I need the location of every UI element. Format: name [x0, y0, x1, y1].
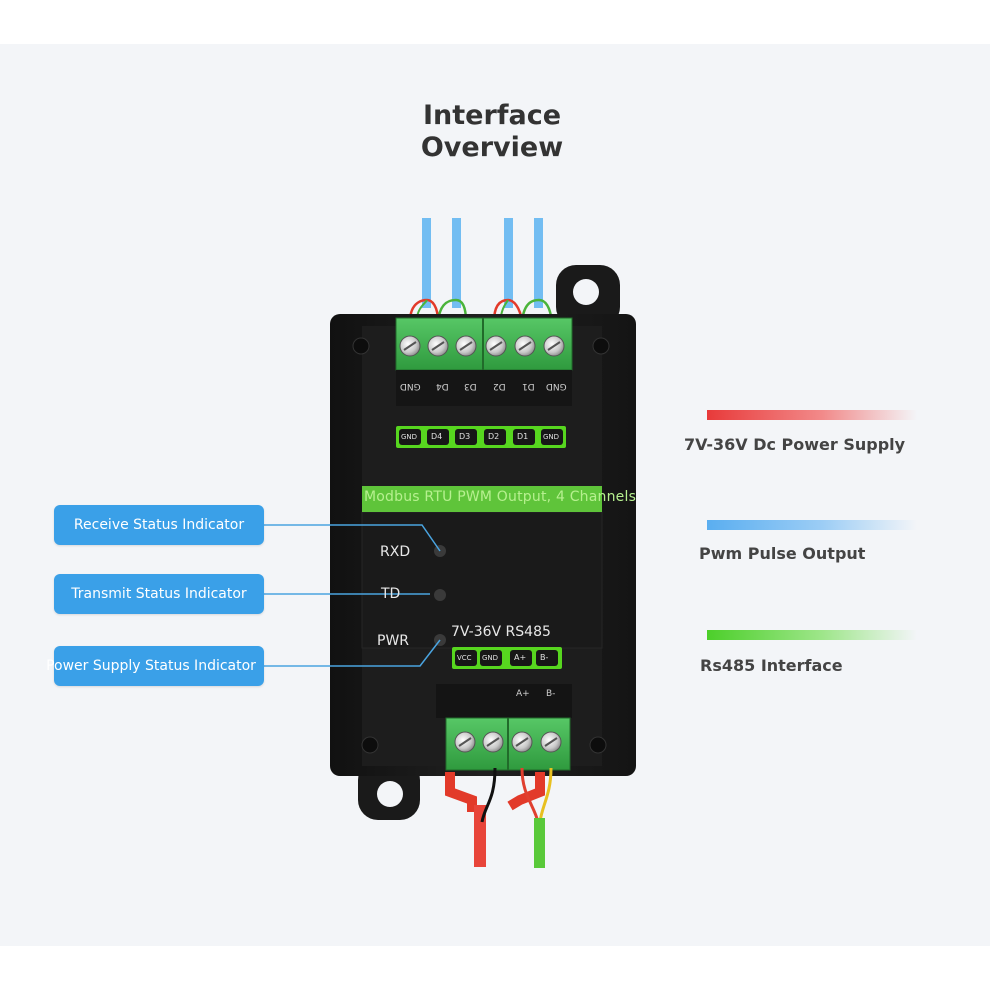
- bottom-terminal-block: [436, 684, 572, 771]
- corner-screw-icon: [592, 337, 610, 355]
- legend-label-pwm: Pwm Pulse Output: [699, 544, 866, 563]
- title-line-1: Interface: [422, 100, 562, 131]
- pwm-output-wires: [408, 218, 554, 323]
- legend-bar-rs485: [707, 630, 917, 640]
- legend-bar-pwm: [707, 520, 917, 530]
- rxd-label: RXD: [380, 544, 411, 560]
- transmit-status-text: Transmit Status Indicator: [71, 586, 247, 602]
- diagram-title: Interface Overview: [392, 100, 592, 164]
- strip-pin-gnd-1: GND: [401, 433, 418, 441]
- product-banner-band: [362, 486, 602, 512]
- transmit-status-callout: Transmit Status Indicator: [54, 574, 264, 614]
- top-pin-label-d1: D1: [522, 381, 535, 391]
- bottom-terminal-label-a: A+: [516, 689, 530, 699]
- pwr-label: PWR: [377, 633, 410, 649]
- top-pin-label-d2: D2: [493, 381, 506, 391]
- corner-screw-icon: [352, 337, 370, 355]
- title-line-2: Overview: [420, 132, 564, 163]
- receive-status-callout: Receive Status Indicator: [54, 505, 264, 545]
- voltage-rs485-label: 7V-36V RS485: [451, 624, 551, 640]
- strip-pin-d2: D2: [488, 432, 500, 441]
- td-label: TD: [381, 586, 401, 602]
- top-pin-label-d3: D3: [464, 381, 477, 391]
- td-led-icon: [434, 589, 446, 601]
- strip-pin-gnd-2: GND: [543, 433, 560, 441]
- bottom-terminal-label-b: B-: [546, 689, 556, 699]
- receive-status-text: Receive Status Indicator: [73, 517, 245, 533]
- top-pin-label-d4: D4: [436, 381, 449, 391]
- mounting-ear-top: [556, 265, 620, 327]
- strip-pin-vcc: VCC: [457, 654, 472, 662]
- callout-connectors: [264, 524, 441, 667]
- strip-pin-d4: D4: [431, 432, 443, 441]
- top-pin-strip: [396, 426, 566, 448]
- strip-pin-d3: D3: [459, 432, 471, 441]
- power-and-rs485-wires: [445, 767, 553, 868]
- product-banner-text: Modbus RTU PWM Output, 4 Channels: [364, 489, 637, 505]
- legend-bar-power: [707, 410, 917, 420]
- top-pin-label-gnd-1: GND: [400, 381, 421, 391]
- top-terminal-block: [395, 317, 573, 406]
- legend-label-rs485: Rs485 Interface: [700, 656, 843, 675]
- strip-pin-d1: D1: [517, 432, 529, 441]
- bottom-pin-strip: [452, 647, 562, 669]
- power-status-text: Power Supply Status Indicator: [46, 658, 256, 674]
- power-status-callout: Power Supply Status Indicator: [46, 646, 264, 686]
- legend-label-power: 7V-36V Dc Power Supply: [684, 435, 906, 454]
- strip-pin-gnd-3: GND: [482, 654, 499, 662]
- strip-pin-a-plus: A+: [514, 653, 527, 662]
- corner-screw-icon: [361, 736, 379, 754]
- strip-pin-b-minus: B-: [540, 653, 549, 662]
- top-pin-label-gnd-2: GND: [546, 381, 567, 391]
- corner-screw-icon: [589, 736, 607, 754]
